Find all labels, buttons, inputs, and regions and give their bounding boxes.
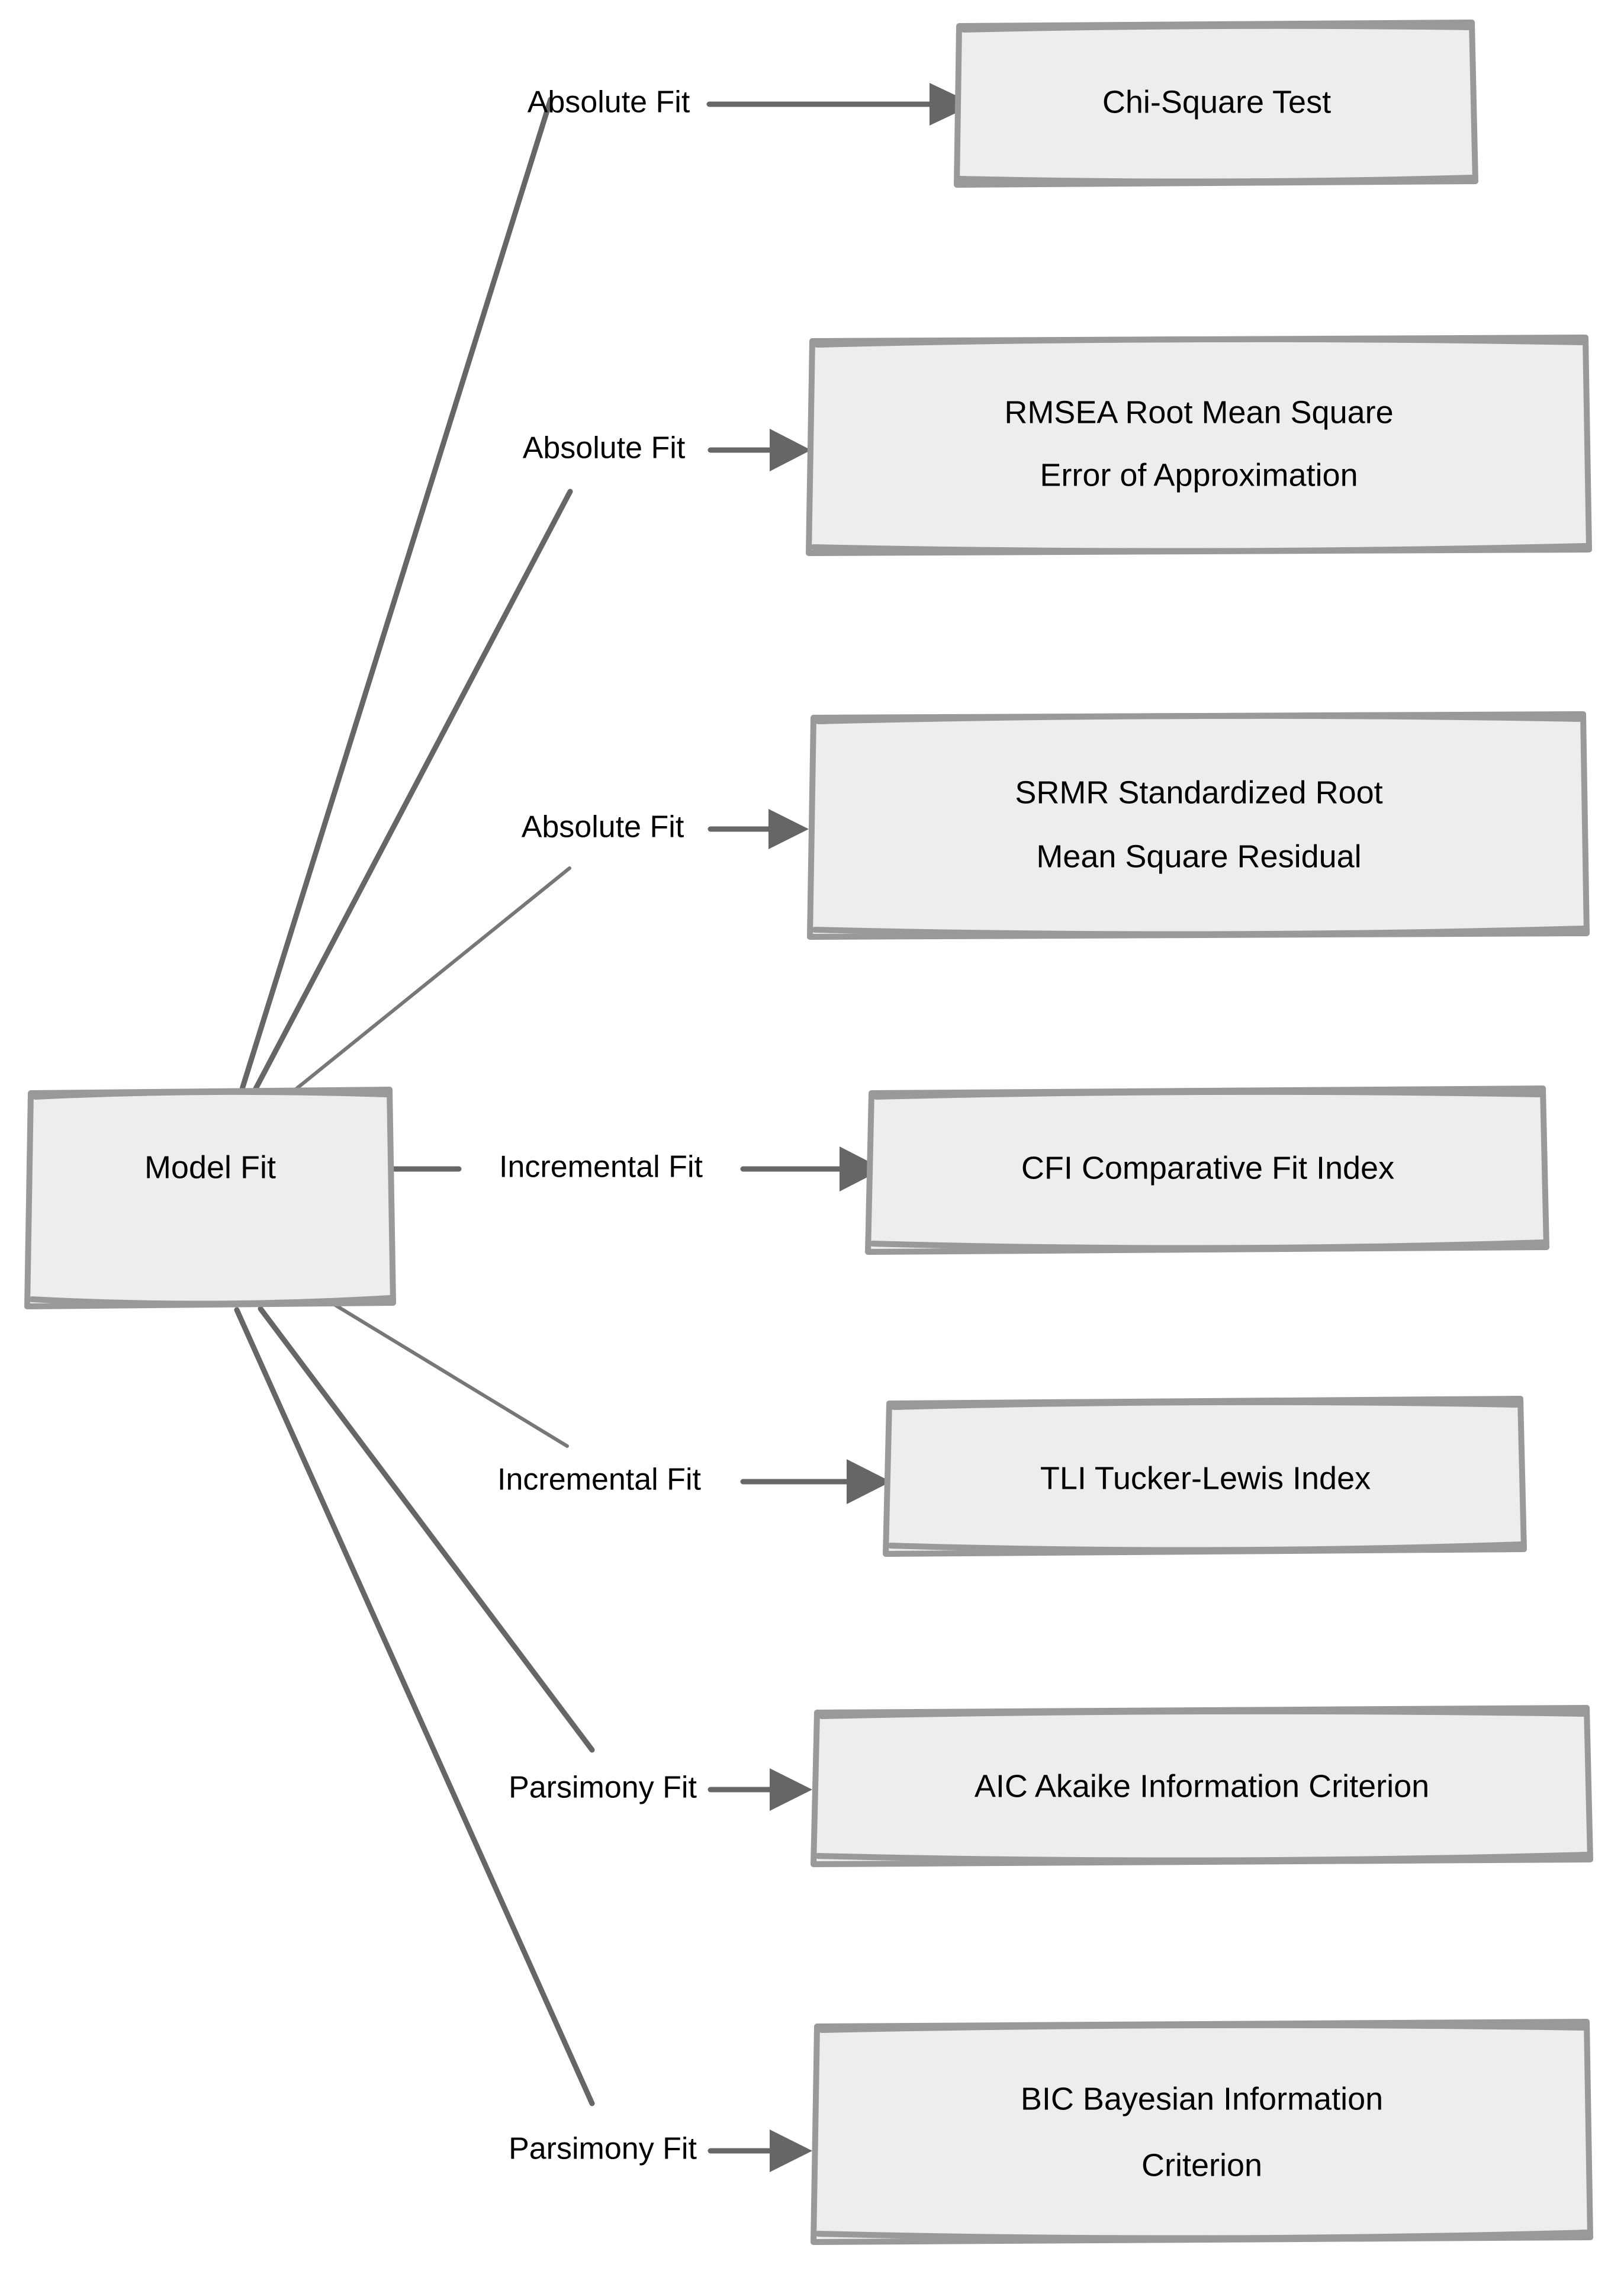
node-label-bic-line1: BIC Bayesian Information [1021,2081,1383,2116]
edge-label-absolute-fit-3: Absolute Fit [522,810,684,844]
edge-line [330,1301,569,1448]
node-label-chi-square: Chi-Square Test [1102,84,1331,120]
edge-label-parsimony-fit-1: Parsimony Fit [509,1771,697,1805]
node-bic[interactable]: BIC Bayesian Information Criterion [811,2019,1593,2245]
arrowhead-icon [770,429,811,471]
node-fill [869,1087,1545,1253]
node-chi-square[interactable]: Chi-Square Test [954,20,1478,188]
edge-line [234,1307,595,2106]
node-border-sketch [887,1541,1523,1553]
node-border-sketch [870,1239,1546,1251]
node-border-sketch [873,1088,1542,1100]
node-model-fit[interactable]: Model Fit [24,1087,396,1309]
node-cfi[interactable]: CFI Comparative Fit Index [865,1085,1549,1255]
edge-model-fit-to-tli[interactable]: Incremental Fit [330,1301,891,1504]
node-border-sketch [819,2022,1586,2033]
node-srmr[interactable]: SRMR Standardized Root Mean Square Resid… [807,711,1590,940]
node-label-model-fit: Model Fit [144,1149,276,1185]
node-border-sketch [815,1852,1590,1864]
edge-label-parsimony-fit-2: Parsimony Fit [509,2132,697,2166]
node-fill [815,1707,1589,1865]
node-border-sketch [815,2230,1590,2241]
edge-line [252,489,573,1094]
node-border-sketch [815,712,1583,724]
node-border-sketch [812,926,1586,937]
node-border-sketch [811,543,1588,554]
node-fill [28,1088,392,1308]
edge-model-fit-to-aic[interactable]: Parsimony Fit [258,1306,812,1811]
edge-model-fit-to-cfi[interactable]: Incremental Fit [388,1146,883,1191]
node-fill [815,2021,1589,2243]
node-border-sketch [957,175,1475,185]
node-fill [811,713,1586,938]
node-label-tli: TLI Tucker-Lewis Index [1040,1460,1371,1496]
node-border-sketch [33,1088,389,1100]
node-label-srmr-line1: SRMR Standardized Root [1015,775,1382,810]
node-label-rmsea-line2: Error of Approximation [1040,457,1358,493]
arrowhead-icon [847,1459,891,1504]
node-border-sketch [961,23,1471,33]
node-border-sketch [819,1708,1586,1719]
node-label-rmsea-line1: RMSEA Root Mean Square [1004,394,1393,430]
edge-model-fit-to-chi-square[interactable]: Absolute Fit [239,83,975,1094]
edges-layer: Absolute Fit Absolute Fit Absolute Fit [234,83,975,2172]
node-rmsea[interactable]: RMSEA Root Mean Square Error of Approxim… [806,335,1592,556]
node-fill [958,21,1474,186]
node-border-sketch [29,1295,393,1307]
node-fill [810,336,1588,554]
edge-label-absolute-fit-1: Absolute Fit [528,85,690,120]
edge-model-fit-to-bic[interactable]: Parsimony Fit [234,1307,812,2172]
node-label-aic: AIC Akaike Information Criterion [975,1768,1429,1804]
edge-line [239,97,554,1094]
edge-model-fit-to-rmsea[interactable]: Absolute Fit [252,429,811,1094]
arrowhead-icon [930,83,975,126]
edge-label-incremental-fit-1: Incremental Fit [499,1150,703,1184]
edge-label-incremental-fit-2: Incremental Fit [497,1463,701,1497]
arrowhead-icon [770,1768,812,1811]
edge-label-absolute-fit-2: Absolute Fit [523,431,686,465]
node-border-sketch [814,336,1585,348]
edge-line [258,1306,595,1753]
node-label-cfi: CFI Comparative Fit Index [1021,1150,1394,1186]
edge-model-fit-to-srmr[interactable]: Absolute Fit [288,809,809,1096]
node-tli[interactable]: TLI Tucker-Lewis Index [883,1396,1527,1557]
node-aic[interactable]: AIC Akaike Information Criterion [811,1705,1593,1867]
node-fill [887,1398,1523,1555]
arrowhead-icon [840,1146,883,1191]
node-label-bic-line2: Criterion [1141,2147,1262,2183]
edge-line [288,866,571,1096]
arrowhead-icon [770,2130,812,2172]
arrowhead-icon [768,809,809,849]
node-label-srmr-line2: Mean Square Residual [1036,839,1361,874]
node-border-sketch [891,1399,1520,1410]
